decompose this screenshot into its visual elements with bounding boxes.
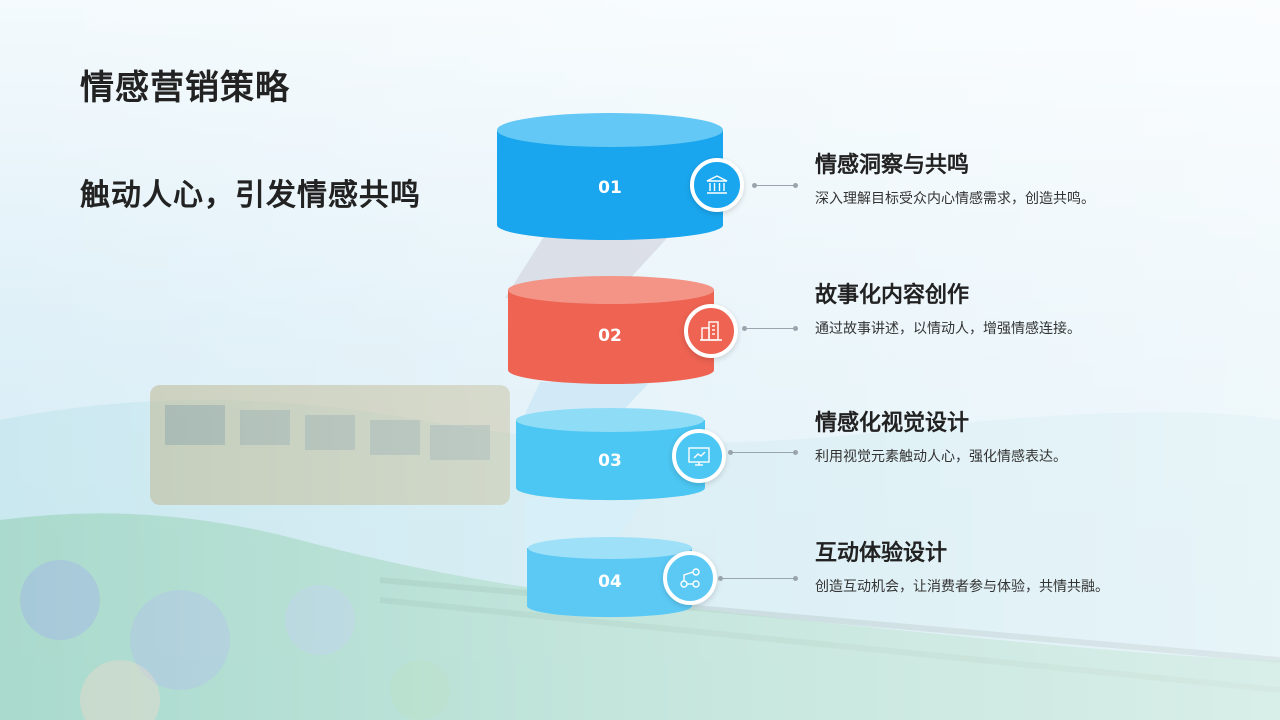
badge-4 (663, 551, 717, 605)
badge-1 (690, 158, 744, 212)
item-description-3: 利用视觉元素触动人心，强化情感表达。 (815, 449, 1067, 465)
item-description-4: 创造互动机会，让消费者参与体验，共情共融。 (815, 579, 1109, 595)
item-number-4: 04 (598, 572, 622, 592)
item-description-2: 通过故事讲述，以情动人，增强情感连接。 (815, 321, 1081, 337)
item-title-3: 情感化视觉设计 (815, 411, 970, 436)
cylinder-2 (508, 276, 714, 384)
bank-icon (706, 175, 728, 194)
connector-line-4 (718, 576, 798, 581)
connector-ribbon-3 (525, 498, 645, 550)
item-number-1: 01 (598, 178, 622, 198)
connector-line-1 (752, 183, 798, 188)
item-title-1: 情感洞察与共鸣 (815, 153, 970, 178)
page-subtitle: 触动人心，引发情感共鸣 (80, 178, 421, 213)
presentation-icon (688, 447, 710, 466)
connector-line-3 (728, 450, 798, 455)
item-number-3: 03 (598, 451, 622, 471)
badge-2 (684, 304, 738, 358)
cylinder-4 (527, 537, 692, 618)
cylinder-3 (516, 408, 705, 501)
connector-line-2 (742, 326, 798, 331)
badge-3 (672, 429, 726, 483)
item-title-4: 互动体验设计 (815, 541, 948, 566)
item-number-2: 02 (598, 326, 622, 346)
page-title: 情感营销策略 (80, 68, 290, 108)
cylinder-1 (497, 113, 723, 240)
network-icon (680, 568, 700, 588)
buildings-icon (700, 321, 722, 341)
item-title-2: 故事化内容创作 (815, 283, 970, 308)
item-description-1: 深入理解目标受众内心情感需求，创造共鸣。 (815, 191, 1095, 207)
